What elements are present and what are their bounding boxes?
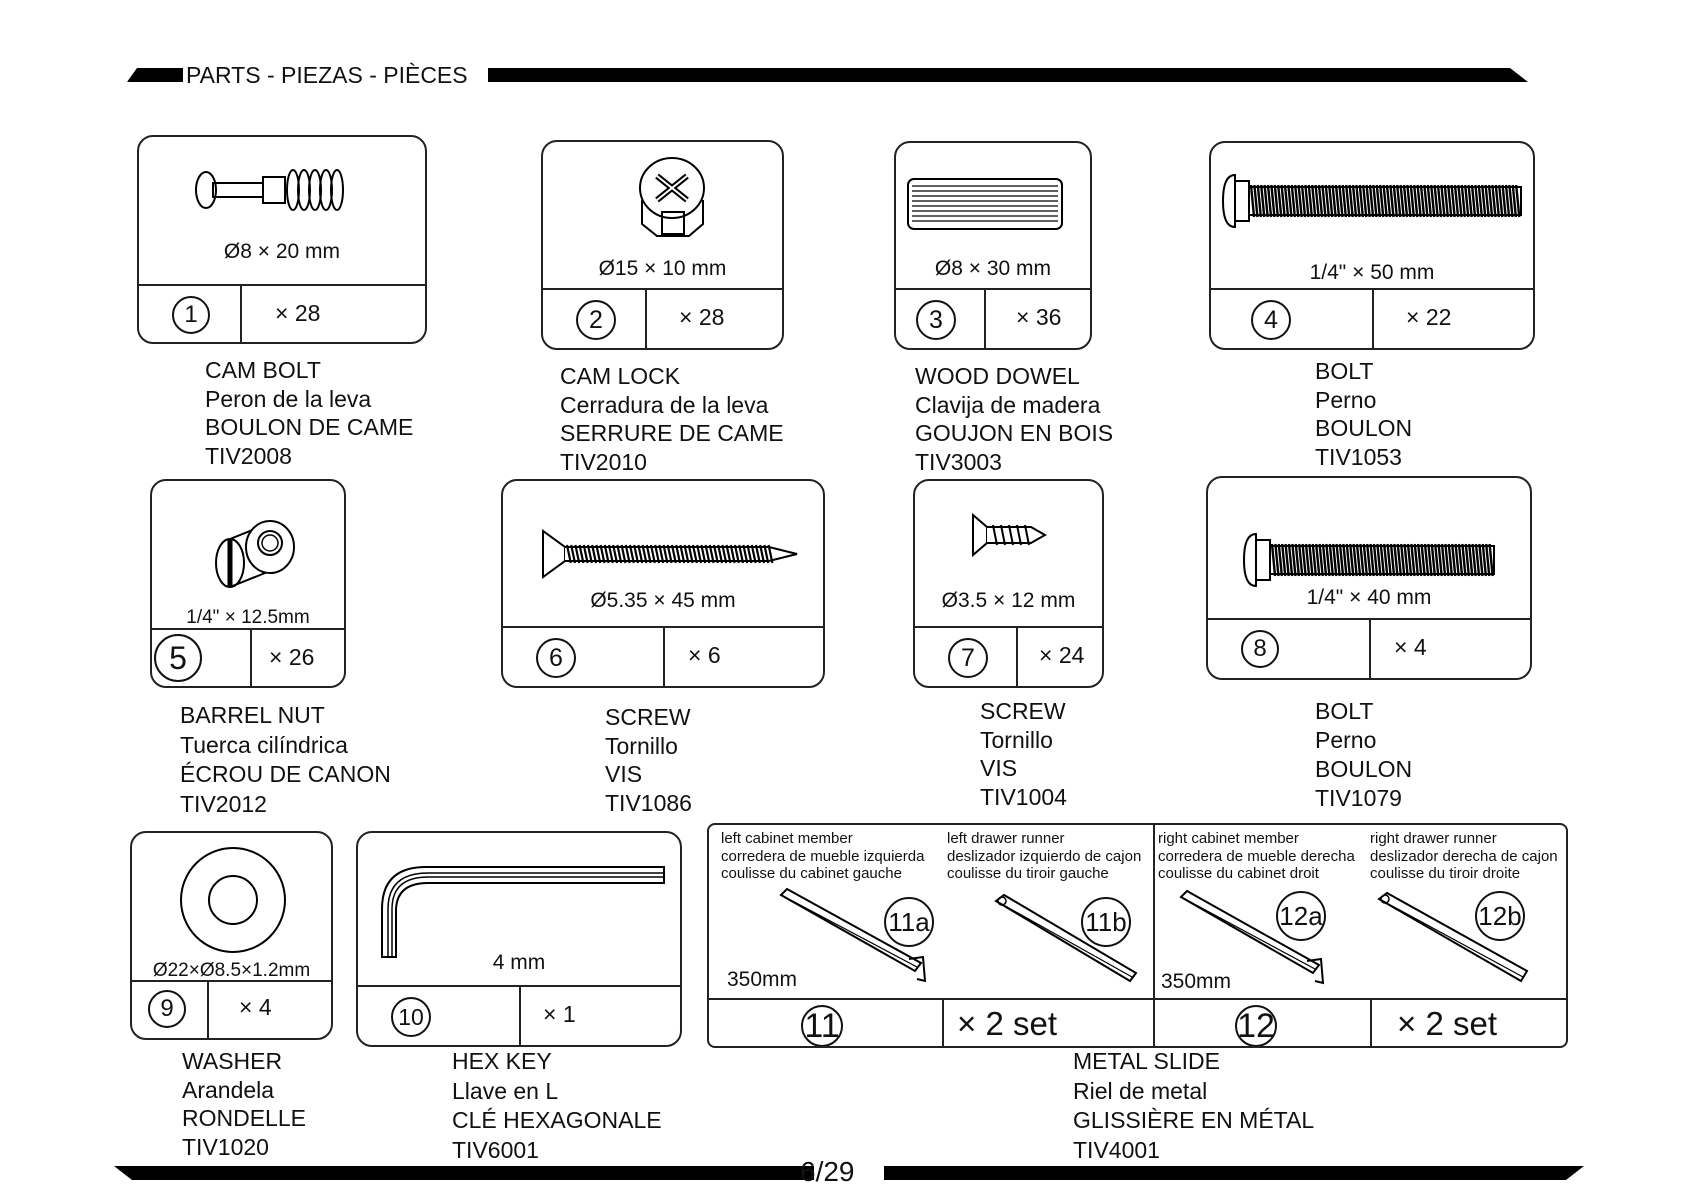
part-quantity: × 36 <box>1016 304 1062 330</box>
part-card-10: 4 mm 10 × 1 <box>356 831 682 1047</box>
cam-bolt-icon <box>195 169 344 211</box>
part-number: 1 <box>172 296 210 334</box>
part-number: 7 <box>948 638 988 678</box>
part-number: 9 <box>148 990 186 1028</box>
screw-icon <box>542 529 798 579</box>
cabinet-slide-icon <box>779 887 927 983</box>
slide-tag-12b: 12b <box>1475 891 1525 941</box>
part-quantity: × 22 <box>1406 304 1452 330</box>
part-dimension: 1/4" × 50 mm <box>1309 261 1435 284</box>
part-number: 8 <box>1241 630 1279 668</box>
wood-dowel-icon <box>907 178 1063 230</box>
hex-key-icon <box>381 866 665 958</box>
part-card-8: 1/4" × 40 mm 8 × 4 <box>1206 476 1532 680</box>
part-dimension: Ø3.5 × 12 mm <box>941 589 1076 612</box>
slide-number-11: 11 <box>801 1005 843 1046</box>
part-card-1: Ø8 × 20 mm 1 × 28 <box>137 135 427 344</box>
part-dimension: 1/4" × 12.5mm <box>186 607 310 628</box>
barrel-nut-icon <box>215 520 295 588</box>
footer-right-bar <box>884 1166 1584 1180</box>
part-dimension: 1/4" × 40 mm <box>1306 586 1432 609</box>
part-quantity: × 28 <box>679 304 725 330</box>
part-dimension: 4 mm <box>492 951 546 974</box>
part-quantity: × 24 <box>1039 642 1085 668</box>
drawer-runner-icon <box>1377 891 1529 983</box>
short-screw-icon <box>972 512 1048 558</box>
slide-length: 350mm <box>727 968 798 991</box>
part-dimension: Ø22×Ø8.5×1.2mm <box>152 960 311 981</box>
cam-lock-icon <box>639 157 705 237</box>
part-dimension: Ø5.35 × 45 mm <box>590 589 736 612</box>
part-card-7: Ø3.5 × 12 mm 7 × 24 <box>913 479 1104 688</box>
part-number: 10 <box>391 997 431 1037</box>
part-dimension: Ø8 × 30 mm <box>934 257 1052 280</box>
page-number: 6/29 <box>800 1156 855 1187</box>
washer-icon <box>180 847 286 953</box>
part-card-5: 1/4" × 12.5mm 5 × 26 <box>150 479 346 688</box>
part-card-3: Ø8 × 30 mm 3 × 36 <box>894 141 1092 350</box>
slide-quantity-11: × 2 set <box>957 1005 1057 1042</box>
cabinet-slide-icon <box>1179 889 1325 985</box>
part-quantity: × 4 <box>239 994 272 1020</box>
part-number: 6 <box>536 638 576 678</box>
bolt-icon <box>1242 532 1495 588</box>
part-quantity: × 28 <box>275 300 321 326</box>
part-number: 3 <box>916 300 956 340</box>
slide-tag-11a: 11a <box>884 897 934 947</box>
part-card-9: Ø22×Ø8.5×1.2mm 9 × 4 <box>130 831 333 1040</box>
header-right-bar <box>488 68 1528 82</box>
part-number: 2 <box>576 300 616 340</box>
page-title: PARTS - PIEZAS - PIÈCES <box>186 62 468 88</box>
slide-quantity-12: × 2 set <box>1397 1005 1497 1042</box>
slide-number-12: 12 <box>1235 1005 1277 1046</box>
part-quantity: × 1 <box>543 1001 576 1027</box>
slide-tag-12a: 12a <box>1276 891 1326 941</box>
part-dimension: Ø8 × 20 mm <box>223 240 341 263</box>
footer-left-bar <box>114 1166 814 1180</box>
part-quantity: × 26 <box>269 644 315 670</box>
part-quantity: × 6 <box>688 642 721 668</box>
part-dimension: Ø15 × 10 mm <box>598 257 727 280</box>
slide-length: 350mm <box>1161 970 1232 993</box>
part-quantity: × 4 <box>1394 634 1427 660</box>
bolt-icon <box>1221 173 1522 229</box>
header-left-bar <box>127 68 183 82</box>
part-card-2: Ø15 × 10 mm 2 × 28 <box>541 140 784 350</box>
drawer-runner-icon <box>994 893 1138 983</box>
part-number: 5 <box>154 634 202 682</box>
part-card-4: 1/4" × 50 mm 4 × 22 <box>1209 141 1535 350</box>
part-number: 4 <box>1251 300 1291 340</box>
slide-tag-11b: 11b <box>1081 897 1131 947</box>
part-card-6: Ø5.35 × 45 mm 6 × 6 <box>501 479 825 688</box>
